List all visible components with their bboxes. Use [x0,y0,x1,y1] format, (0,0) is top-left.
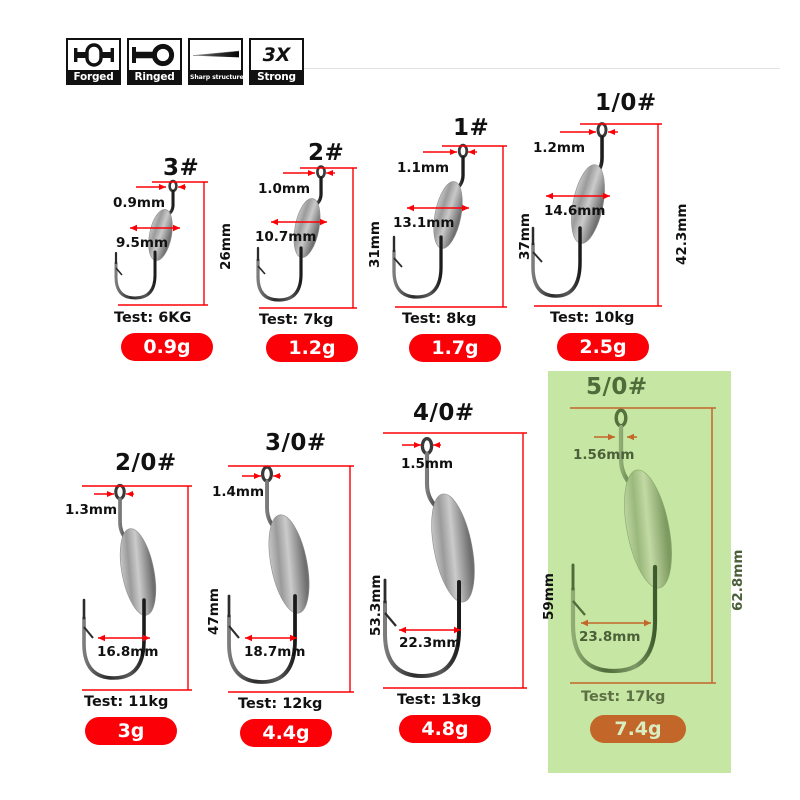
dimension-lines [228,465,354,693]
dimension-lines [534,123,662,307]
weight-badge: 1.2g [266,334,358,362]
hook-illustration [100,155,235,344]
hook-size-label: 4/0# [413,400,475,426]
hook-size-label: 3# [163,155,200,181]
hook-size-label: 2# [308,140,345,166]
feature-badge-bar: Forged Ringed [66,38,304,85]
dim-gap-width: 1.0mm [258,181,311,197]
test-strength-label: Test: 11kg [84,694,169,710]
test-strength-label: Test: 10kg [550,310,635,326]
hook-card-4-0[interactable]: 4/0# [375,400,557,750]
hook-card-1-0[interactable]: 1/0# [530,90,690,370]
hook-card-2[interactable]: 2# [245,140,383,370]
highlight-panel-5-0 [548,371,731,773]
hook-size-label: 1# [453,115,490,141]
dimension-lines [570,407,716,684]
hook-illustration [530,90,685,339]
feature-label-strong: Strong [257,71,296,83]
weight-badge: 4.8g [399,715,491,743]
header-divider [292,68,780,69]
dim-total-length: 42.3mm [674,203,690,265]
hook-card-3-0[interactable]: 3/0# [212,430,387,750]
feature-badge-ringed: Ringed [127,38,182,85]
hook-illustration [60,450,225,719]
test-strength-label: Test: 12kg [238,696,323,712]
hook-card-2-0[interactable]: 2/0# [60,450,225,750]
dimension-lines [118,181,208,306]
test-strength-label: Test: 13kg [397,692,482,708]
weight-badge: 2.5g [557,333,649,361]
sharp-structure-icon [190,40,241,70]
test-strength-label: Test: 8kg [402,311,477,327]
feature-badge-sharp-structure: Sharp structure [188,38,244,85]
feature-label-forged: Forged [73,71,114,83]
dim-total-length: 31mm [367,221,383,268]
hook-illustration [548,371,733,720]
feature-label-sharp-structure: Sharp structure [190,74,244,81]
dim-gap-width: 1.4mm [212,484,265,500]
weight-badge: 1.7g [409,334,501,362]
dim-gap-width: 1.56mm [573,447,635,463]
test-strength-label: Test: 17kg [581,689,666,705]
dim-gap-width: 1.2mm [533,140,586,156]
dimension-lines [259,167,357,309]
test-strength-label: Test: 6KG [114,310,192,326]
feature-badge-3x-strong: 3X Strong [249,38,304,85]
hook-size-label: 3/0# [265,430,327,456]
weight-badge: 7.4g [590,715,686,743]
dimension-lines [383,432,527,689]
dim-hook-width: 23.8mm [579,629,641,645]
weight-badge: 3g [85,717,177,745]
3x-text: 3X [262,44,291,66]
feature-label-ringed: Ringed [134,71,175,83]
hook-card-1[interactable]: 1# [385,115,533,370]
hook-size-label: 1/0# [595,90,657,116]
dim-hook-width: 13.1mm [393,215,455,231]
weight-badge: 0.9g [121,333,213,361]
test-strength-label: Test: 7kg [259,312,334,328]
ringed-icon [129,40,180,70]
hook-card-5-0[interactable]: 5/0# [548,371,746,771]
dim-total-length: 26mm [218,223,234,270]
dim-hook-width: 16.8mm [97,644,159,660]
forged-icon [68,40,119,70]
hook-card-3[interactable]: 3# [100,155,235,370]
dim-hook-width: 22.3mm [399,635,461,651]
dim-hook-width: 10.7mm [255,229,317,245]
hook-size-label: 2/0# [115,450,177,476]
dim-total-length: 62.8mm [730,549,746,611]
hook-illustration [245,140,380,344]
dim-hook-width: 9.5mm [116,235,169,251]
dim-gap-width: 1.1mm [397,160,450,176]
dim-hook-width: 14.6mm [544,203,606,219]
dim-hook-width: 18.7mm [244,644,306,660]
weight-badge: 4.4g [240,719,332,747]
hook-illustration [385,115,530,344]
dim-gap-width: 1.3mm [65,502,118,518]
hook-size-label: 5/0# [586,374,648,400]
dimension-lines [395,145,507,308]
dim-gap-width: 1.5mm [401,456,454,472]
hook-illustration [375,400,555,714]
dim-gap-width: 0.9mm [113,195,166,211]
3x-strong-icon: 3X [251,40,302,70]
hook-illustration [212,430,387,719]
dimension-lines [82,485,192,691]
feature-badge-forged: Forged [66,38,121,85]
